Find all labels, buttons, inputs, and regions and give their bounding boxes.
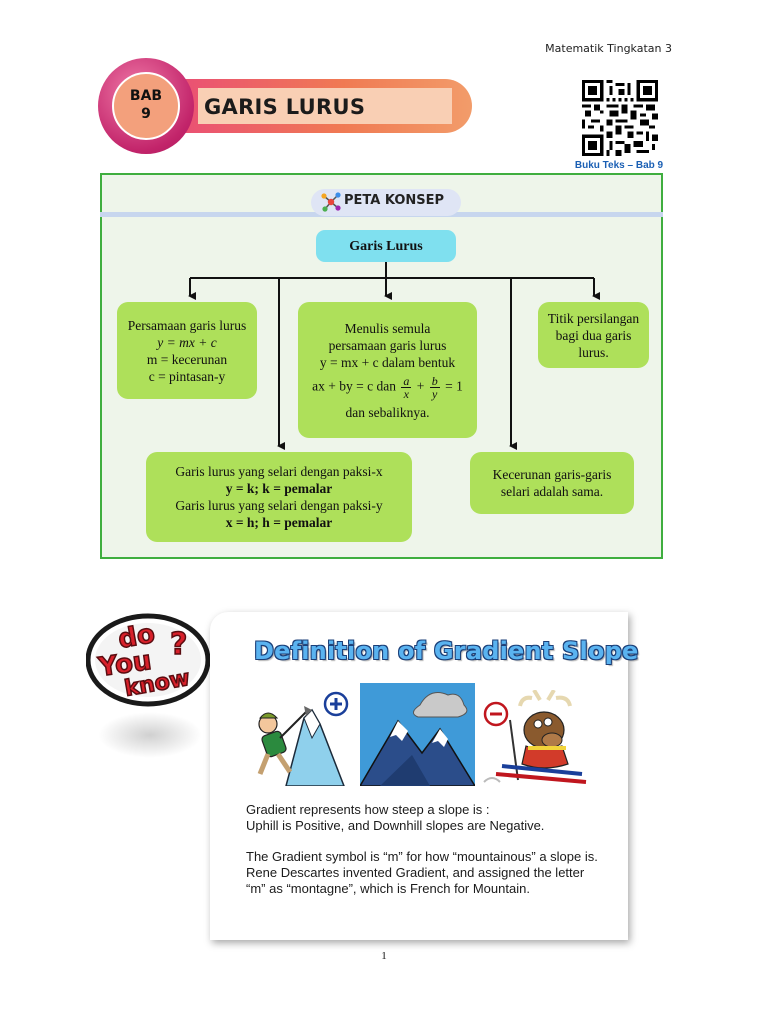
definition-title: Definition of Gradient Slope	[254, 637, 639, 665]
concept-node-parallel-axes: Garis lurus yang selari dengan paksi-x y…	[146, 452, 412, 542]
chapter-title-box	[198, 88, 452, 124]
node-text: x = h; h = pemalar	[225, 515, 333, 530]
node-text: selari adalah sama.	[500, 484, 604, 499]
node-text: m = kecerunan	[146, 351, 228, 367]
node-text: y = mx + c dalam bentuk	[319, 354, 456, 370]
page-number: 1	[381, 950, 387, 962]
node-text: lurus.	[578, 344, 609, 360]
concept-map-heading: PETA KONSEP	[344, 193, 445, 208]
dyk-you: You	[96, 646, 153, 683]
do-you-know-badge: do You know ?	[86, 613, 210, 707]
chapter-number: BAB 9	[112, 87, 180, 123]
node-text: y = mx + c	[157, 334, 217, 350]
fraction-numerator: b	[429, 373, 440, 388]
node-text: dan sebaliknya.	[345, 404, 430, 420]
concept-node-intersection: Titik persilangan bagi dua garis lurus.	[538, 302, 649, 368]
node-text: y = k; k = pemalar	[225, 481, 333, 496]
node-text: Kecerunan garis-garis	[492, 467, 612, 482]
skier-minus-image	[483, 690, 587, 784]
formula-equals-one: = 1	[445, 378, 463, 394]
question-mark-icon: ?	[170, 627, 187, 662]
chapter-bab-label: BAB	[129, 88, 163, 104]
minus-sign-icon	[483, 701, 509, 727]
chapter-number-value: 9	[141, 106, 151, 122]
node-text: c = pintasan-y	[148, 368, 226, 384]
concept-main-node: Garis Lurus	[316, 230, 456, 262]
dyk-shadow	[98, 712, 202, 758]
plus-sign-icon	[323, 691, 349, 717]
concept-node-parallel-gradient: Kecerunan garis-garis selari adalah sama…	[470, 452, 634, 514]
chapter-title: GARIS LURUS	[204, 95, 366, 119]
concept-map-icon	[321, 192, 341, 212]
node-text: Titik persilangan	[547, 310, 640, 326]
qr-caption: Buku Teks – Bab 9	[574, 160, 664, 171]
concept-node-equation: Persamaan garis lurus y = mx + c m = kec…	[117, 302, 257, 399]
climber-plus-image	[257, 691, 349, 786]
fraction-denominator: y	[432, 386, 438, 401]
definition-line: Gradient represents how steep a slope is…	[246, 802, 490, 817]
node-text: Garis lurus yang selari dengan paksi-x	[175, 464, 383, 479]
definition-line: Uphill is Positive, and Downhill slopes …	[246, 818, 545, 833]
definition-paragraph-2: The Gradient symbol is “m” for how “moun…	[246, 849, 626, 897]
mountain-image	[360, 683, 475, 786]
fraction-denominator: x	[403, 386, 409, 401]
definition-line: The Gradient symbol is “m” for how “moun…	[246, 849, 598, 864]
formula-text: ax + by = c dan	[312, 378, 396, 394]
chapter-badge-inner	[112, 72, 180, 140]
node-text: persamaan garis lurus	[328, 337, 447, 353]
definition-line: “m” as “montagne”, which is French for M…	[246, 881, 530, 896]
node-text: Persamaan garis lurus	[127, 317, 247, 333]
node-text: Menulis semula	[344, 320, 431, 336]
node-text: bagi dua garis	[555, 327, 632, 343]
fraction-numerator: a	[401, 373, 412, 388]
formula-plus: +	[416, 378, 425, 394]
concept-node-rewrite: Menulis semula persamaan garis lurus y =…	[298, 302, 477, 438]
qr-code-icon[interactable]	[582, 80, 658, 156]
definition-paragraph-1: Gradient represents how steep a slope is…	[246, 802, 626, 834]
definition-line: Rene Descartes invented Gradient, and as…	[246, 865, 585, 880]
header-subject: Matematik Tingkatan 3	[545, 42, 672, 55]
definition-body: Gradient represents how steep a slope is…	[246, 802, 626, 912]
node-text: Garis lurus yang selari dengan paksi-y	[175, 498, 383, 513]
dyk-do: do	[116, 619, 157, 655]
